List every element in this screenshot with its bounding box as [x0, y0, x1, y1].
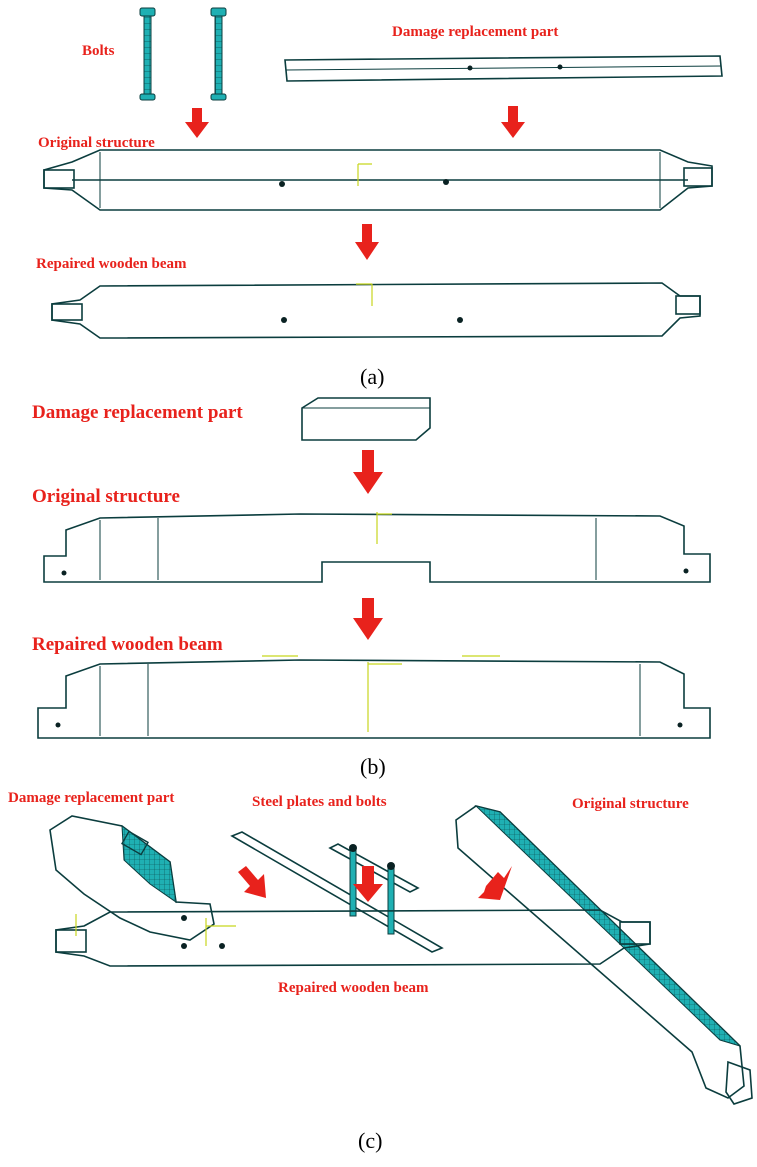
arrow-b-top: [353, 450, 383, 494]
original-structure-c: [455, 805, 753, 1105]
bolt-right: [210, 7, 227, 101]
damage-part-c: [49, 815, 215, 941]
label-repaired-b: Repaired wooden beam: [32, 634, 223, 655]
label-original-b: Original structure: [32, 486, 180, 507]
caption-a: (a): [360, 364, 384, 389]
bolt-left: [139, 7, 156, 101]
arrow-a-left: [185, 108, 209, 138]
arrow-c-left: [238, 866, 266, 898]
panel-a: Bolts Damage replacement part Original s…: [36, 7, 723, 389]
original-structure-b: [43, 512, 711, 583]
label-steel-plates: Steel plates and bolts: [252, 794, 387, 810]
arrow-a-right: [501, 106, 525, 138]
arrow-c-center: [353, 866, 383, 902]
repaired-beam-c: [55, 909, 651, 967]
caption-c: (c): [358, 1128, 382, 1153]
repaired-beam-a: [51, 282, 701, 339]
label-repaired-a: Repaired wooden beam: [36, 256, 187, 272]
label-damage-part-a: Damage replacement part: [392, 24, 558, 40]
label-original-a: Original structure: [38, 135, 155, 151]
original-structure-a: [43, 149, 713, 211]
label-original-c: Original structure: [572, 796, 689, 812]
label-damage-part-c: Damage replacement part: [8, 790, 174, 806]
label-repaired-c: Repaired wooden beam: [278, 980, 429, 996]
panel-c: Damage replacement part Steel plates and…: [8, 790, 753, 1153]
panel-b: Damage replacement part Original structu…: [32, 397, 711, 779]
arrow-a-bottom: [355, 224, 379, 260]
damage-part-a: [284, 55, 723, 82]
arrow-c-right: [478, 866, 512, 900]
steel-plates-bolts: [230, 831, 444, 953]
damage-part-b: [301, 397, 431, 441]
arrow-b-bottom: [353, 598, 383, 640]
repaired-beam-b: [37, 655, 711, 739]
label-bolts: Bolts: [82, 43, 115, 59]
label-damage-part-b: Damage replacement part: [32, 402, 243, 423]
caption-b: (b): [360, 754, 386, 779]
